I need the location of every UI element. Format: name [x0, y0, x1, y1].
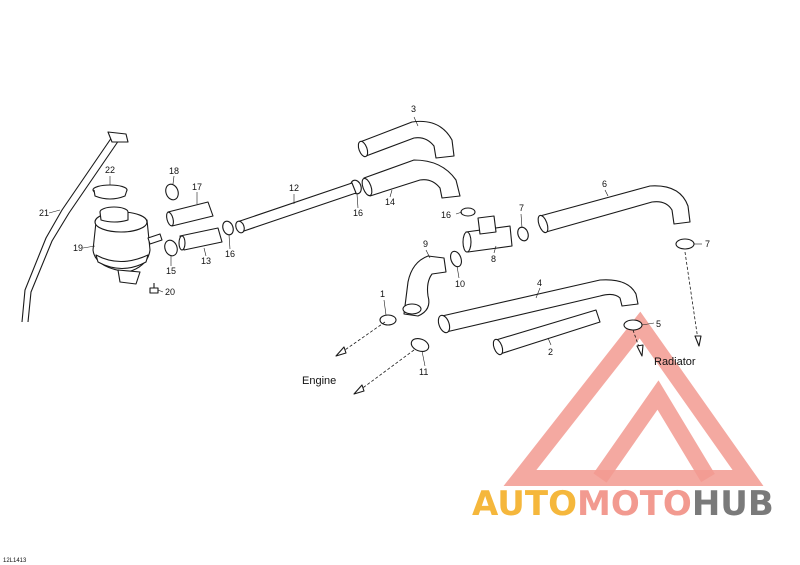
callout-16-c: 16: [441, 210, 451, 220]
part-15-clamp: [164, 239, 178, 257]
part-4-hose: [437, 279, 639, 334]
callout-18: 18: [169, 166, 179, 176]
callout-15: 15: [166, 266, 176, 276]
reference-code: 12L1413: [3, 558, 27, 564]
part-16-clamp-c: [460, 207, 476, 217]
callout-16-a: 16: [353, 208, 363, 218]
part-9-hose: [402, 255, 447, 317]
watermark-text: AUTOMOTOHUB: [472, 484, 774, 524]
radiator-label: Radiator: [654, 356, 696, 368]
callout-numbers: 1 2 3 4 5 6 7 7 8 9 10 11 12 13 14 15 16…: [39, 104, 710, 377]
part-18-clamp: [165, 183, 179, 201]
callout-8: 8: [491, 254, 496, 264]
part-21-overflow-hose: [21, 131, 129, 323]
part-6-hose: [537, 185, 691, 234]
callout-16-b: 16: [225, 249, 235, 259]
part-2-hose: [492, 309, 601, 356]
callout-20: 20: [165, 287, 175, 297]
leader-lines: [48, 116, 702, 367]
part-19-coolant-reservoir: [92, 206, 163, 285]
part-11-clamp: [410, 338, 430, 352]
engine-label: Engine: [302, 375, 336, 387]
callout-9: 9: [423, 239, 428, 249]
callout-10: 10: [455, 279, 465, 289]
part-14-hose: [361, 159, 461, 199]
part-16-clamp-a: [222, 220, 234, 236]
watermark-logo: AUTOMOTOHUB: [472, 311, 774, 524]
callout-7-a: 7: [519, 203, 524, 213]
callout-7-b: 7: [705, 239, 710, 249]
callout-19: 19: [73, 243, 83, 253]
watermark-auto: AUTO: [472, 484, 577, 524]
watermark-hub: HUB: [692, 484, 774, 524]
watermark-triangle: [503, 311, 764, 486]
callout-17: 17: [192, 182, 202, 192]
callout-4: 4: [537, 278, 542, 288]
callout-14: 14: [385, 197, 395, 207]
part-3-hose: [357, 120, 455, 159]
part-7-clamp-b: [675, 238, 695, 250]
callout-22: 22: [105, 165, 115, 175]
part-10-clamp: [450, 250, 462, 268]
part-13-hose: [178, 227, 223, 251]
part-7-clamp-a: [517, 226, 529, 242]
part-12-pipe: [235, 182, 357, 234]
part-22-reservoir-cap: [92, 184, 128, 200]
watermark-moto: MOTO: [577, 484, 692, 524]
part-5-clamp: [623, 319, 643, 331]
callout-13: 13: [201, 256, 211, 266]
callout-3: 3: [411, 104, 416, 114]
callout-12: 12: [289, 183, 299, 193]
part-20-screw: [149, 283, 159, 294]
engine-arrows: [335, 321, 415, 395]
part-8-tee-fitting: [462, 215, 513, 253]
part-17-sleeve: [166, 201, 214, 227]
callout-2: 2: [548, 347, 553, 357]
callout-5: 5: [656, 319, 661, 329]
radiator-arrows: [632, 251, 702, 357]
watermark-inner-triangle: [593, 380, 715, 483]
callout-1: 1: [380, 289, 385, 299]
callout-11: 11: [419, 367, 428, 377]
callout-21: 21: [39, 208, 49, 218]
callout-6: 6: [602, 179, 607, 189]
